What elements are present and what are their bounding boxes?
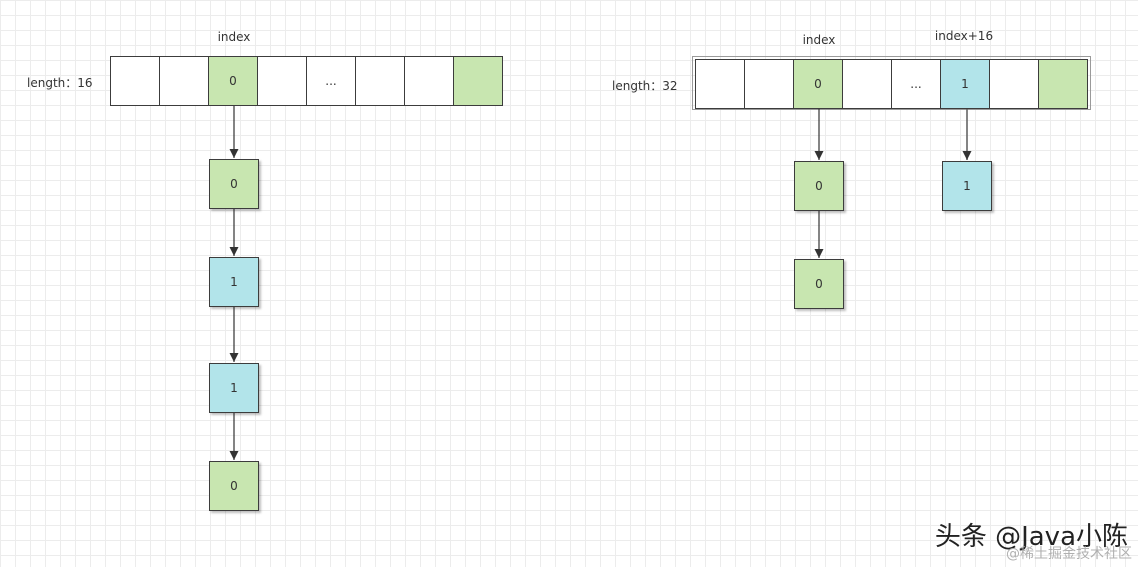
right-index16-label: index+16 [934, 29, 994, 43]
array-cell-index: 0 [208, 56, 258, 106]
array-cell-last [1038, 59, 1088, 109]
list-node: 1 [942, 161, 992, 211]
watermark-juejin: @稀土掘金技术社区 [1006, 546, 1132, 562]
right-array: 0 ... 1 [695, 59, 1088, 109]
array-cell [355, 56, 405, 106]
array-cell-index: 0 [793, 59, 843, 109]
array-cell [989, 59, 1039, 109]
right-array-frame [692, 56, 1091, 110]
list-node: 0 [794, 161, 844, 211]
list-node: 0 [209, 159, 259, 209]
array-cell [257, 56, 307, 106]
array-cell [695, 59, 745, 109]
list-node: 0 [794, 259, 844, 309]
array-cell [842, 59, 892, 109]
left-array: 0 ... [110, 56, 503, 106]
list-node: 1 [209, 363, 259, 413]
left-length-label: length：16 [27, 76, 93, 90]
list-node: 0 [209, 461, 259, 511]
right-index-label: index [802, 33, 836, 47]
array-cell-ellipsis: ... [891, 59, 941, 109]
array-cell [404, 56, 454, 106]
array-cell [744, 59, 794, 109]
array-cell-index16: 1 [940, 59, 990, 109]
array-cell-last [453, 56, 503, 106]
watermark-toutiao: 头条 @Java小陈 [934, 522, 1128, 552]
list-node: 1 [209, 257, 259, 307]
array-cell [159, 56, 209, 106]
array-cell-ellipsis: ... [306, 56, 356, 106]
array-cell [110, 56, 160, 106]
left-index-label: index [217, 30, 251, 44]
right-length-label: length：32 [612, 79, 678, 93]
